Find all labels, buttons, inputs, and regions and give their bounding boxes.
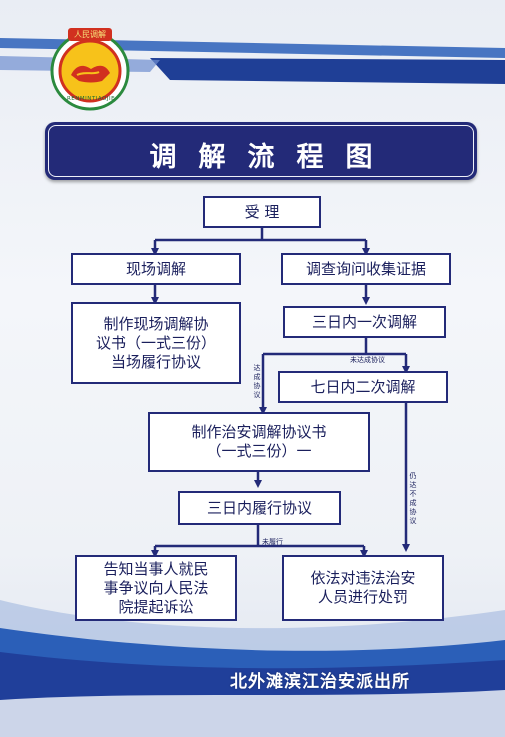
mediation-logo-icon (50, 28, 130, 111)
accept-box: 受 理 (203, 196, 321, 228)
logo-banner: 人民调解 (74, 30, 106, 39)
still-not-reached-label: 仍达不成协议 (409, 472, 417, 525)
first-mediation-box: 三日内一次调解 (283, 306, 446, 338)
second-mediation-box: 七日内二次调解 (278, 371, 448, 403)
not-reached-label: 未达成协议 (350, 356, 385, 364)
logo-ring-text: RENMINTIAOJIE (66, 96, 116, 102)
security-agreement-box: 制作治安调解协议书 （一式三份）一 (148, 412, 370, 472)
police-station-name: 北外滩滨江治安派出所 (230, 672, 410, 692)
page-title: 调解流程图 (149, 142, 395, 173)
punishment-box: 依法对违法治安 人员进行处罚 (282, 555, 444, 621)
onsite-agreement-box: 制作现场调解协 议书（一式三份） 当场履行协议 (71, 302, 241, 384)
investigate-box: 调查询问收集证据 (281, 253, 451, 285)
perform-agreement-box: 三日内履行协议 (178, 491, 341, 525)
notify-lawsuit-box: 告知当事人就民 事争议向人民法 院提起诉讼 (75, 555, 237, 621)
reached-agreement-label: 达成协议 (253, 364, 261, 399)
onsite-mediation-box: 现场调解 (71, 253, 241, 285)
not-performed-label: 未履行 (262, 538, 283, 546)
title-bar: 调解流程图 (45, 122, 477, 180)
